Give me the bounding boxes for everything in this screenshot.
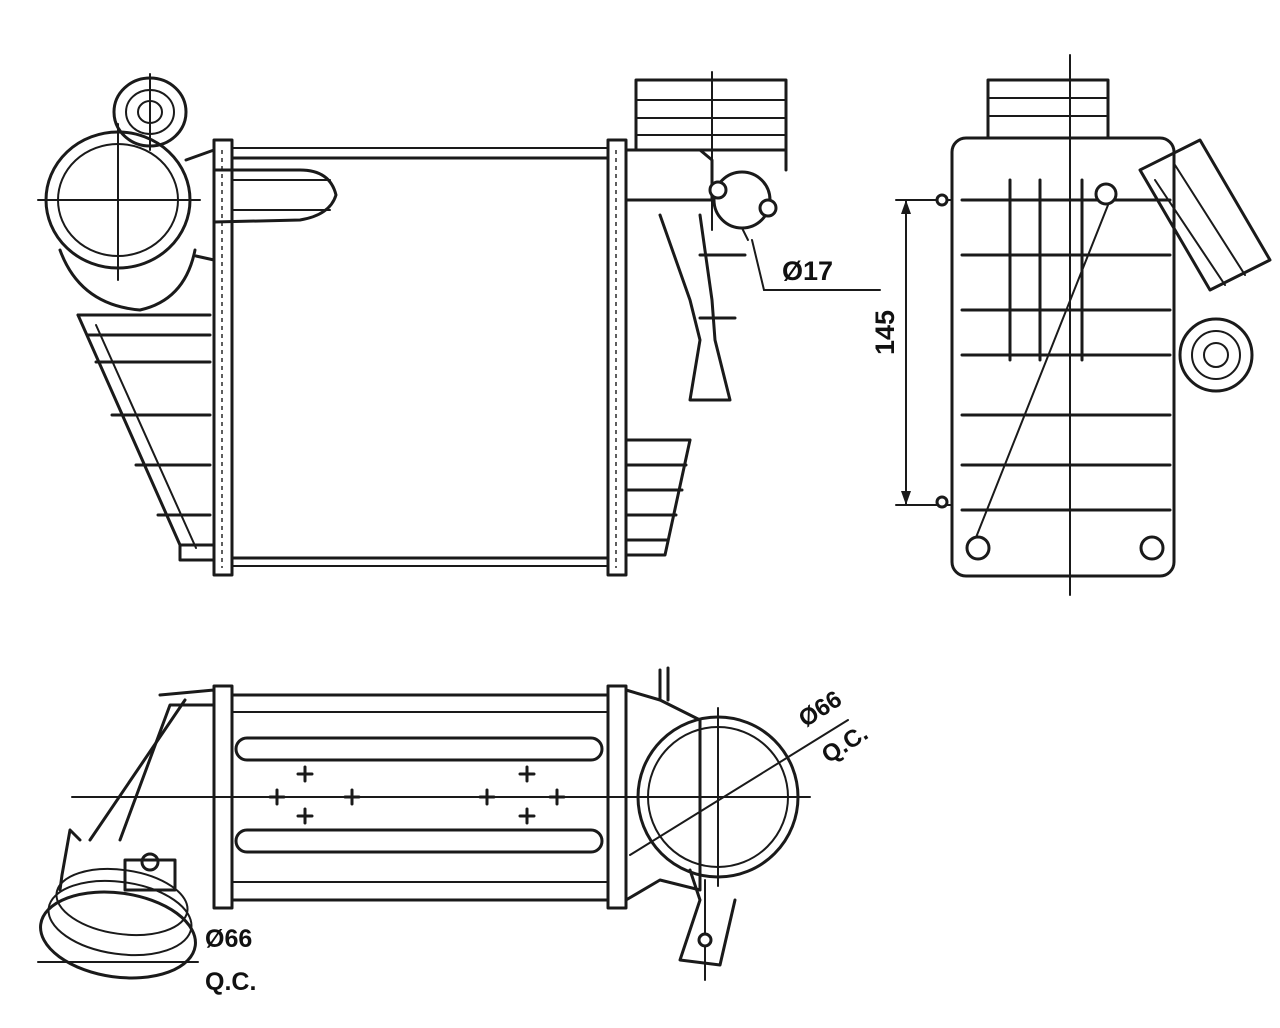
leader-line-d17: [751, 239, 881, 291]
side-angled-pipe: [1138, 138, 1272, 292]
front-right-bracket: [658, 213, 747, 402]
front-right-tank: [606, 138, 628, 577]
front-outlet-tank: [624, 71, 788, 231]
front-small-port: [708, 170, 881, 291]
label-height-145: 145: [870, 309, 900, 355]
front-inlet-pipe: [37, 123, 338, 312]
front-left-fins: [76, 313, 216, 562]
dimension-145: [895, 193, 953, 509]
top-rivet-marks: [268, 765, 566, 825]
front-view: [37, 71, 881, 577]
front-left-tank: [212, 138, 234, 577]
leader-line-outlet: [629, 719, 849, 856]
front-clamp: [112, 73, 188, 151]
side-view: [895, 54, 1272, 596]
label-port-diameter-d17: Ø17: [782, 256, 834, 286]
side-round-boss: [1178, 317, 1254, 393]
label-inlet-connector: Q.C.: [205, 968, 257, 996]
front-core: [230, 156, 610, 560]
front-right-fins: [624, 438, 692, 557]
label-inlet-diameter: Ø66: [205, 925, 253, 953]
top-inlet-pipe: [37, 688, 216, 980]
top-view: [37, 666, 849, 981]
top-outlet-pipe: [624, 666, 849, 981]
